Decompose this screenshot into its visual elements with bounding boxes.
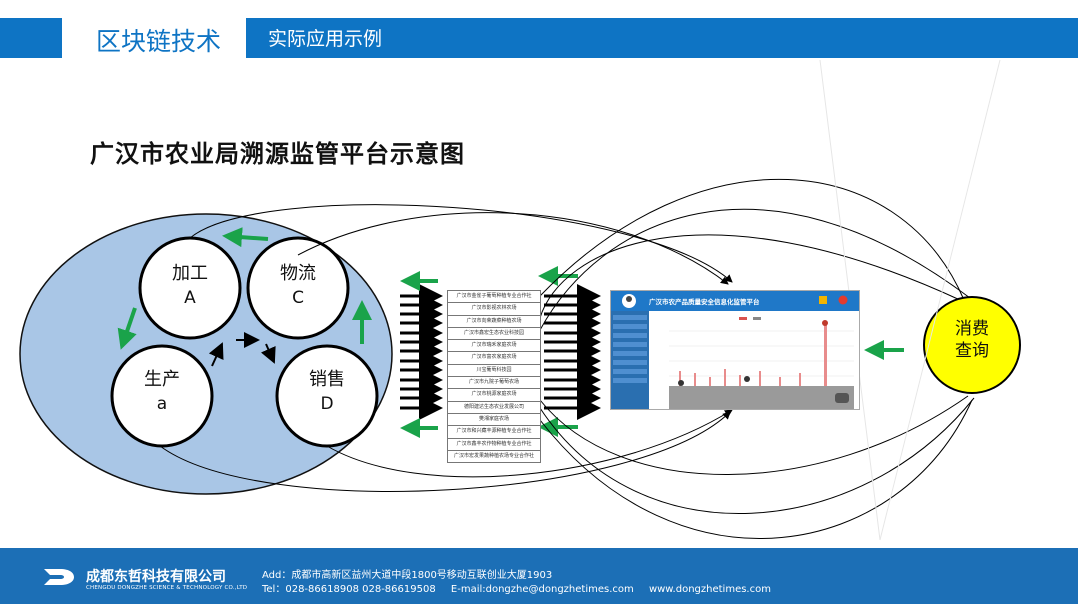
list-item: 德阳建达生态农业发展公司 xyxy=(447,401,541,414)
list-item: 广汉市鑫丰农作物种植专业合作社 xyxy=(447,438,541,451)
label-sales: 销售 D xyxy=(309,369,345,414)
green-arrow-top xyxy=(222,227,269,248)
footer-address: Add：成都市高新区益州大道中段1800号移动互联创业大厦1903 xyxy=(262,570,553,581)
consumer-query-label: 消费 查询 xyxy=(955,319,989,361)
list-item: 广汉市金雀子葡萄种植专业合作社 xyxy=(447,290,541,304)
footer-email: E-mail:dongzhe@dongzhetimes.com xyxy=(450,584,634,595)
footer-tel: Tel：028-86618908 028-86619508 xyxy=(262,584,436,595)
connection-curves xyxy=(159,178,975,539)
platform-screenshot: 广汉市农产品质量安全信息化监管平台 xyxy=(610,290,860,410)
platform-sidebar-items xyxy=(613,315,647,383)
footer-company-name-en: CHENGDU DONGZHE SCIENCE & TECHNOLOGY CO.… xyxy=(86,585,248,591)
label-logistics: 物流 C xyxy=(280,263,316,308)
list-input-arrows xyxy=(400,284,443,420)
label-processing: 加工 A xyxy=(172,263,208,308)
footer-company-name: 成都东哲科技有限公司 xyxy=(86,569,226,585)
list-item: 川宝葡萄科技园 xyxy=(447,364,541,378)
company-logo-icon xyxy=(44,569,74,585)
platform-title: 广汉市农产品质量安全信息化监管平台 xyxy=(649,298,760,306)
arrow-production-to-processing xyxy=(208,342,224,367)
circle-production xyxy=(110,344,214,448)
green-arrow-left xyxy=(117,307,137,350)
platform-header-icons xyxy=(622,294,848,308)
consumer-query-circle xyxy=(923,296,1021,394)
list-item: 广汉市宏发果蔬种植农场专业合作社 xyxy=(447,450,541,464)
platform-chart xyxy=(649,311,859,409)
list-item: 广汉市和兴藏丰源种植专业合作社 xyxy=(447,426,541,439)
label-production: 生产 a xyxy=(144,369,180,414)
list-item: 广汉市瑞禾家庭农场 xyxy=(447,340,541,353)
footer xyxy=(0,548,1078,604)
list-item: 广汉市富农家庭农场 xyxy=(447,352,541,365)
list-item: 广汉市鑫宏生态农业科技园 xyxy=(447,327,541,341)
list-output-arrows xyxy=(544,284,601,420)
list-item: 樊湘家庭农场 xyxy=(447,413,541,427)
footer-website: www.dongzhetimes.com xyxy=(648,584,771,595)
list-item: 广汉市桃源家庭农场 xyxy=(447,389,541,402)
header-title-box xyxy=(62,18,246,58)
enterprise-list: 广汉市金雀子葡萄种植专业合作社 广汉市影视农林农场 广汉市向荣蔬菜种植农场 广汉… xyxy=(447,290,541,464)
list-item: 广汉市向荣蔬菜种植农场 xyxy=(447,315,541,328)
list-item: 广汉市九院子葡萄农场 xyxy=(447,377,541,390)
platform-header xyxy=(611,291,859,311)
arrow-to-sales xyxy=(261,343,276,364)
header-subtitle: 实际应用示例 xyxy=(268,28,383,50)
platform-sidebar xyxy=(611,311,649,409)
footer-contact: Tel：028-86618908 028-86619508 E-mail:don… xyxy=(262,580,783,595)
page-title: 广汉市农业局溯源监管平台示意图 xyxy=(90,139,465,168)
header-title: 区块链技术 xyxy=(96,27,222,56)
list-item: 广汉市影视农林农场 xyxy=(447,303,541,316)
circle-logistics xyxy=(246,236,350,340)
